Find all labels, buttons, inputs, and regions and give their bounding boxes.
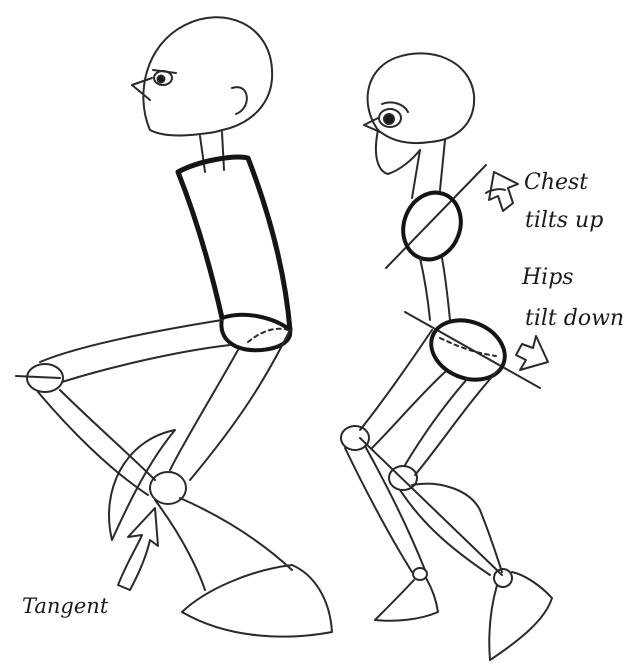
right-chest — [394, 184, 470, 267]
left-thigh — [40, 320, 230, 382]
left-ear — [232, 87, 247, 114]
right-foot-1 — [375, 578, 438, 621]
hips-label-line2: tilt down — [525, 308, 624, 330]
chest-label-line1: Chest — [524, 172, 588, 194]
chest-arrow-tail — [486, 189, 505, 193]
right-spine — [420, 258, 450, 320]
left-back-leg — [170, 330, 290, 480]
left-pupil — [158, 76, 165, 83]
chest-axis-line — [386, 165, 486, 268]
right-figure — [341, 53, 552, 660]
left-shin-front — [38, 390, 155, 495]
right-face — [376, 130, 420, 174]
left-hip — [221, 315, 290, 350]
arrow-up-right-icon — [118, 508, 158, 590]
left-neck — [200, 132, 224, 172]
right-head — [368, 53, 475, 143]
left-figure — [16, 17, 332, 636]
left-knee-line — [16, 376, 60, 378]
arrow-up-right-icon — [489, 172, 518, 211]
right-back-thigh — [405, 368, 500, 475]
right-ankle-1 — [413, 568, 427, 580]
chest-label-line2: tilts up — [525, 210, 603, 232]
tangent-label: Tangent — [22, 596, 108, 617]
left-torso — [178, 157, 290, 330]
right-nose — [364, 118, 380, 132]
right-shin-line — [360, 438, 502, 575]
left-foot — [182, 565, 332, 637]
left-face-profile — [132, 78, 152, 100]
left-hip-dashed — [248, 329, 288, 342]
arrow-down-right-icon — [516, 336, 548, 370]
right-neck — [412, 140, 445, 198]
hips-label-line1: Hips — [522, 267, 574, 289]
right-pupil — [384, 114, 394, 124]
left-shin-back — [155, 498, 292, 590]
